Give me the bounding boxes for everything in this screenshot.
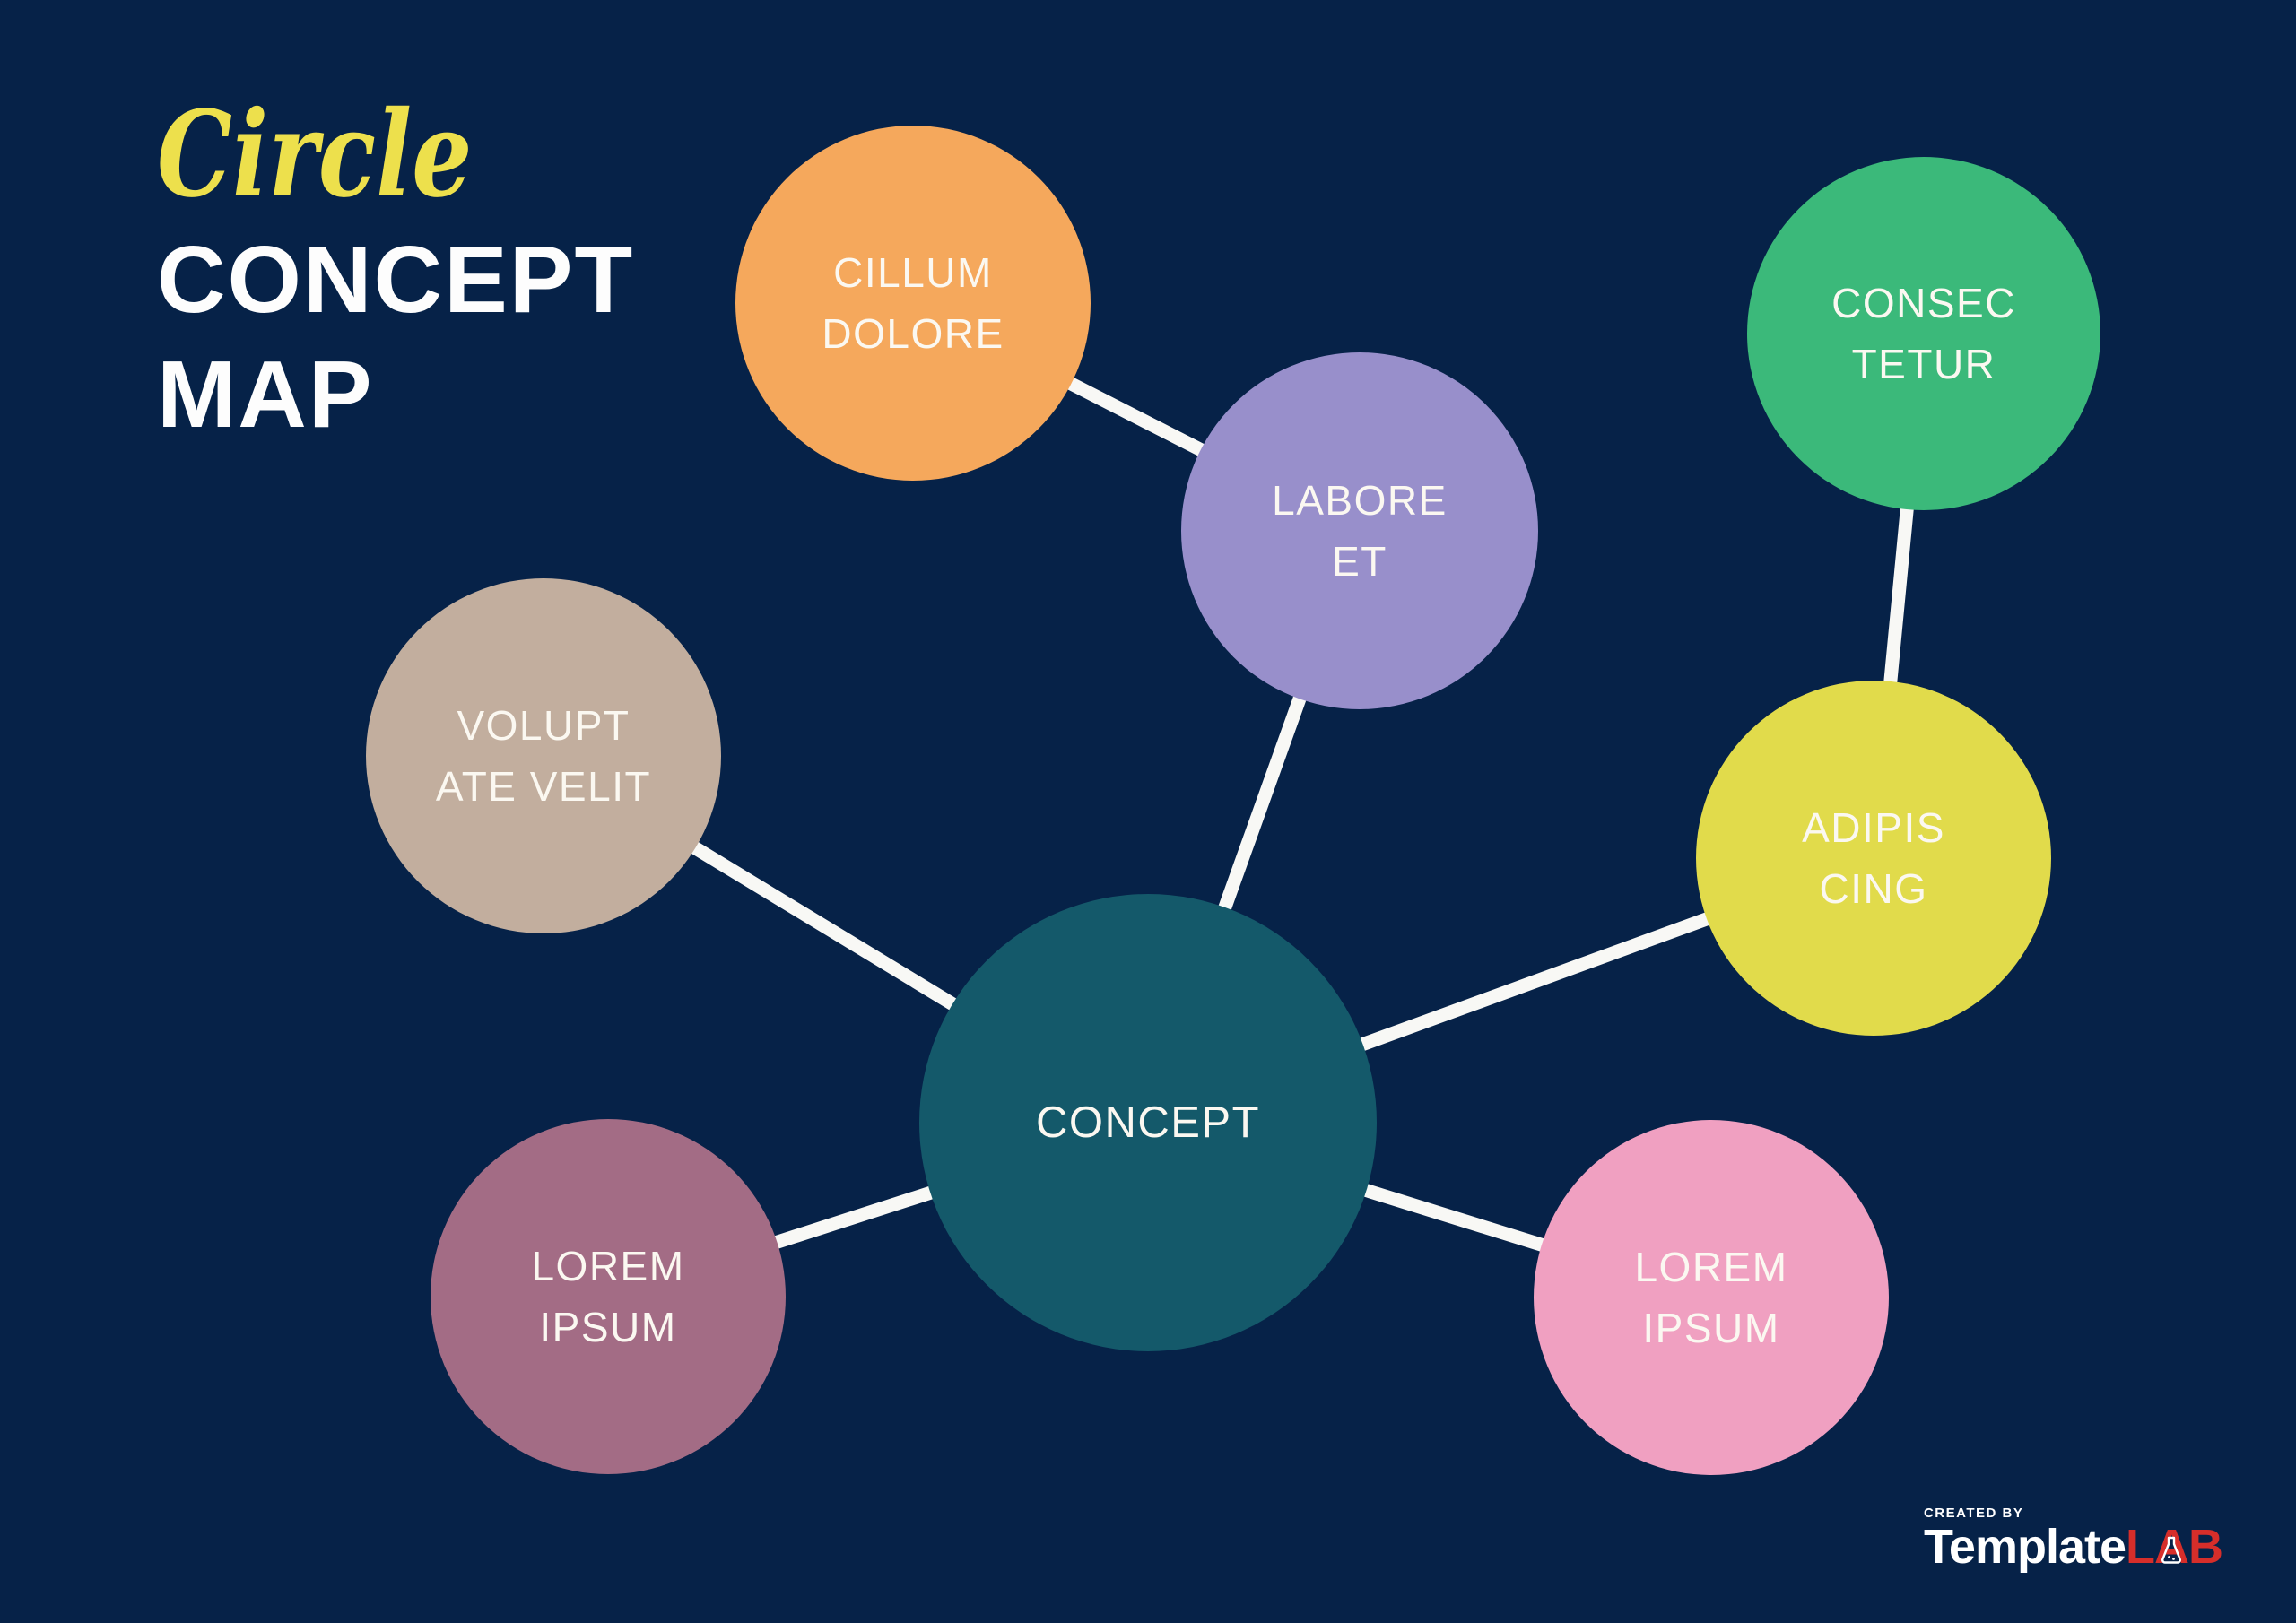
node-label-line: TETUR bbox=[1851, 341, 1996, 387]
node-label-line: CING bbox=[1819, 865, 1928, 912]
node-label-line: ATE VELIT bbox=[435, 763, 652, 810]
node-label-line: ET bbox=[1332, 538, 1387, 585]
title-line2: MAP bbox=[157, 342, 374, 447]
title-script: Circle bbox=[157, 85, 473, 224]
page-title: Circle CONCEPT MAP bbox=[157, 88, 634, 452]
node-label-line: LABORE bbox=[1272, 477, 1448, 524]
node-adipiscing: ADIPIS CING bbox=[1696, 681, 2051, 1036]
node-label-line: CONCEPT bbox=[1035, 1098, 1261, 1147]
node-label-line: IPSUM bbox=[539, 1304, 677, 1350]
node-voluptate-velit: VOLUPT ATE VELIT bbox=[366, 578, 721, 933]
node-label-line: ADIPIS bbox=[1802, 804, 1945, 851]
node-label-line: VOLUPT bbox=[457, 702, 631, 749]
logo-brand-lab: LAB bbox=[2126, 1520, 2223, 1574]
node-cillum-dolore: CILLUM DOLORE bbox=[735, 126, 1091, 481]
node-lorem-ipsum-right: LOREM IPSUM bbox=[1534, 1120, 1889, 1475]
logo-brand-wordmark: TemplateLAB bbox=[1923, 1520, 2223, 1574]
node-label-line: IPSUM bbox=[1642, 1305, 1780, 1351]
node-label-line: DOLORE bbox=[822, 310, 1004, 357]
node-label-line: CONSEC bbox=[1831, 280, 2016, 326]
logo-brand-template: Template bbox=[1923, 1520, 2126, 1574]
node-lorem-ipsum-left: LOREM IPSUM bbox=[430, 1119, 786, 1474]
node-labore-et: LABORE ET bbox=[1181, 352, 1538, 709]
node-label-line: LOREM bbox=[531, 1243, 685, 1289]
templatelab-logo: CREATED BY TemplateLAB bbox=[1923, 1506, 2223, 1574]
title-line1: CONCEPT bbox=[157, 227, 635, 333]
node-label-line: LOREM bbox=[1634, 1244, 1788, 1290]
flask-icon bbox=[2161, 1536, 2181, 1564]
node-consectetur: CONSEC TETUR bbox=[1747, 157, 2100, 510]
node-label-line: CILLUM bbox=[833, 249, 993, 296]
logo-created-by-label: CREATED BY bbox=[1923, 1506, 2024, 1521]
node-concept-center: CONCEPT bbox=[919, 894, 1377, 1351]
